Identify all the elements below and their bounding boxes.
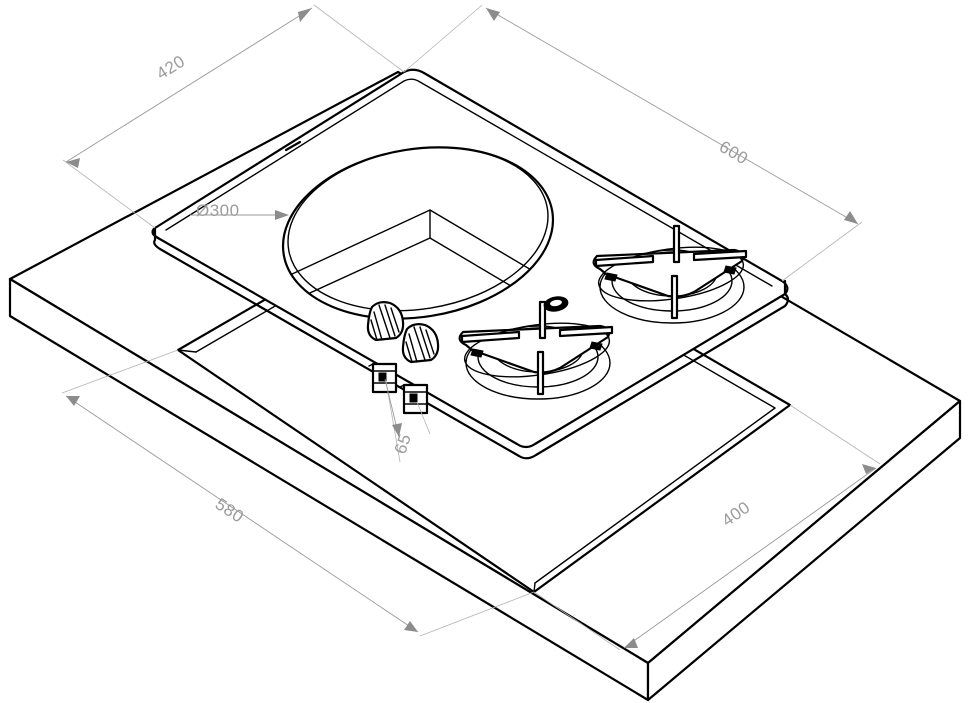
dim-580-arrow-start [66, 396, 80, 406]
front-grate-arm-bottom [536, 350, 545, 396]
knob-right-rib-5 [405, 341, 413, 363]
valve-left-bracket [368, 363, 374, 367]
control-knob-right[interactable] [401, 323, 440, 364]
hob-plate-inner-edge-line [165, 78, 773, 287]
hob-plate-assembly [151, 68, 790, 460]
burner-rear [592, 224, 748, 324]
dim-400-arrow-start [862, 464, 876, 474]
knob-right-rib-3 [425, 329, 435, 355]
dim-600-arrow-start [486, 8, 500, 21]
dim-65-arrow-end [392, 423, 402, 437]
rear-grate-arm-right [692, 249, 748, 262]
knob-left-rib-1 [378, 304, 391, 339]
dim-420-arrow-start [66, 158, 80, 168]
rear-grate-arm-bottom [670, 274, 679, 320]
control-knob-left[interactable] [366, 301, 405, 342]
valve-right-stem [409, 393, 418, 403]
gas-valve-right [399, 383, 429, 415]
knob-right-rib-1 [413, 326, 426, 361]
knob-left-rib-5 [370, 319, 378, 341]
control-knobs[interactable] [366, 301, 440, 364]
valve-right-bracket [399, 384, 405, 388]
hob-plate-front-corner-arc [516, 443, 536, 448]
rear-grate-arm-left [594, 254, 655, 268]
dim-600-arrow-end [844, 211, 858, 224]
dim-420-arrow-end [298, 8, 312, 22]
dim-600-label: 600 [716, 137, 751, 168]
knob-right-rib-4 [408, 333, 418, 363]
worktop-cutout-ledge-tie-left [177, 349, 197, 353]
gas-valves [368, 362, 429, 415]
gas-valve-left [368, 362, 398, 394]
front-grate-arm-top [538, 300, 547, 340]
rear-grate-foot-left [604, 272, 618, 282]
dim-d300-label: Ø300 [196, 201, 240, 220]
worktop-cutout-ledge-tie-front [533, 582, 536, 593]
igniter-hole [550, 299, 562, 307]
hob-plate-edge-notch [284, 140, 302, 152]
burner-front [458, 300, 614, 400]
worktop-right-edge-face [646, 399, 962, 702]
dim-400-arrow-end [624, 638, 638, 648]
dim-580-arrow-end [404, 621, 418, 632]
front-grate-foot-right [589, 341, 603, 351]
dimension-65: 65 [384, 378, 431, 463]
knob-right-body[interactable] [401, 323, 440, 364]
hob-plate-rim-lower-line [159, 248, 520, 457]
front-grate-foot-left [470, 348, 484, 358]
dim-d300-arrow [275, 210, 289, 220]
rear-grate-arm-top [672, 224, 681, 264]
knob-left-body[interactable] [366, 301, 405, 342]
front-grate-arm-left [460, 330, 521, 344]
igniter-electrode [543, 296, 569, 312]
dim-420-label: 420 [153, 51, 188, 83]
hob-circular-opening-inner [287, 146, 549, 312]
dimension-diameter-300: Ø300 [190, 201, 289, 220]
front-grate-arm-right [558, 325, 614, 338]
rear-grate-foot-right [723, 265, 737, 275]
hob-plate-rim-lower-line-right [535, 305, 786, 456]
knob-left-rib-3 [390, 307, 400, 333]
knob-right-rib-2 [419, 326, 431, 359]
knob-left-rib-2 [384, 304, 396, 337]
knob-left-rib-4 [373, 311, 383, 341]
dim-580-label: 580 [212, 494, 247, 526]
